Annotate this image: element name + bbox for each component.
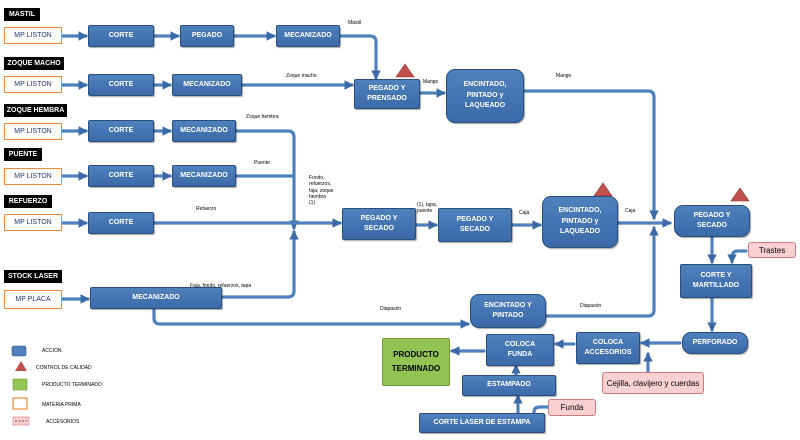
legend-product-swatch [12, 378, 28, 391]
action-pegado-mastil: PEGADO [180, 25, 234, 47]
action-pegado-secado-2: PEGADO Y SECADO [438, 208, 512, 242]
flow-label-zoque-hembra: Zoque hembra [246, 114, 279, 120]
action-corte-laser-estampa: CORTE LASER DE ESTAMPA [419, 413, 545, 433]
action-mecanizado-puente: MECANIZADO [172, 165, 236, 187]
legend-control-label: CONTROL DE CALIDAD [36, 365, 92, 371]
legend-accessory-label: ACCESORIOS [46, 419, 80, 425]
arrow [338, 34, 381, 80]
quality-control-triangle [593, 182, 613, 197]
legend-accessory-swatch [12, 416, 30, 426]
action-perforado: PERFORADO [682, 332, 748, 354]
action-corte-zoque-macho: CORTE [88, 74, 154, 96]
accessory-trastes: Trastes [748, 242, 796, 258]
raw-material-refuerzo: MP LISTON [4, 214, 62, 231]
material-title-mastil: MASTIL [4, 8, 40, 21]
flow-label-puente: Puente [254, 160, 270, 166]
legend-action-label: ACCION [42, 348, 62, 354]
material-title-puente: PUENTE [4, 148, 42, 161]
flow-label-caja-1: Caja [519, 210, 530, 216]
arrow [727, 249, 748, 264]
flow-label-refuerzo: Refuerzo [196, 206, 217, 212]
material-title-zoque-macho: ZOQUE MACHO [4, 57, 64, 70]
flow-label-caja-2: Caja [625, 208, 636, 214]
flow-label-mastil: Mástil [348, 20, 362, 26]
action-coloca-funda: COLOCA FUNDA [486, 334, 554, 366]
action-mecanizado-zoque-macho: MECANIZADO [172, 74, 242, 96]
arrow [152, 308, 470, 329]
action-estampado: ESTAMPADO [462, 375, 556, 396]
flow-label-placa: Faja, fondo, refuerzos, tapa [190, 283, 252, 289]
action-corte-refuerzo: CORTE [88, 212, 154, 234]
raw-material-placa: MP PLACA [4, 290, 62, 309]
action-mecanizado-placa: MECANIZADO [90, 287, 222, 309]
legend-product-label: PRODUCTO TERMINADO [42, 382, 102, 388]
action-corte-mastil: CORTE [88, 25, 154, 47]
material-title-zoque-hembra: ZOQUE HEMBRA [4, 104, 67, 117]
accessory-cejilla-clavijero-cuerdas: Cejilla, clavijero y cuerdas [602, 372, 704, 394]
raw-material-zoque-macho: MP LISTON [4, 76, 62, 93]
action-corte-puente: CORTE [88, 165, 154, 187]
action-mecanizado-mastil: MECANIZADO [276, 25, 340, 47]
action-corte-zoque-hembra: CORTE [88, 120, 154, 142]
raw-material-zoque-hembra: MP LISTON [4, 123, 62, 140]
action-encintado-pintado: ENCINTADO Y PINTADO [470, 294, 546, 328]
material-title-stock-laser: STOCK LASER [4, 270, 62, 283]
action-mecanizado-zoque-hembra: MECANIZADO [172, 120, 236, 142]
quality-control-triangle [730, 187, 750, 202]
arrow [220, 230, 299, 299]
arrow [522, 89, 659, 220]
flow-label-diapason-2: Diapasón [580, 303, 602, 309]
flow-label-diapason-1: Diapasón [380, 306, 402, 312]
arrow [544, 226, 659, 318]
flow-label-fondo: Fondo, refuerzos, faja, zoque hembra (1) [309, 175, 334, 206]
raw-material-mastil: MP LISTON [4, 27, 62, 44]
action-pegado-prensado: PEGADO Y PRENSADO [354, 79, 420, 109]
flow-label-mango-1: Mango [423, 79, 439, 85]
action-pegado-secado-3: PEGADO Y SECADO [674, 205, 750, 237]
flow-label-mango-2: Mango [556, 73, 572, 79]
action-pegado-secado-1: PEGADO Y SECADO [342, 208, 416, 240]
action-encintado-pintado-laqueado-1: ENCINTADO, PINTADO y LAQUEADO [446, 69, 524, 123]
action-corte-martillado: CORTE Y MARTILLADO [680, 264, 752, 298]
legend-action-swatch [11, 345, 27, 357]
flow-label-zoque-macho: Zoque macho [286, 73, 317, 79]
finished-product: PRODUCTO TERMINADO [382, 338, 450, 386]
flow-label-tapa-puente: (1), tapa, puente [417, 202, 438, 215]
legend-control-swatch [15, 361, 27, 371]
accessory-funda: Funda [548, 399, 596, 416]
legend-raw-label: MATERIA PRIMA [42, 402, 81, 408]
quality-control-triangle [395, 63, 415, 78]
action-encintado-pintado-laqueado-2: ENCINTADO, PINTADO y LAQUEADO [542, 196, 618, 248]
arrow [532, 405, 558, 414]
raw-material-puente: MP LISTON [4, 168, 62, 185]
action-coloca-accesorios: COLOCA ACCESORIOS [576, 332, 640, 364]
arrow [234, 129, 299, 230]
legend-raw-swatch [12, 397, 28, 410]
material-title-refuerzo: REFUERZO [4, 195, 52, 208]
